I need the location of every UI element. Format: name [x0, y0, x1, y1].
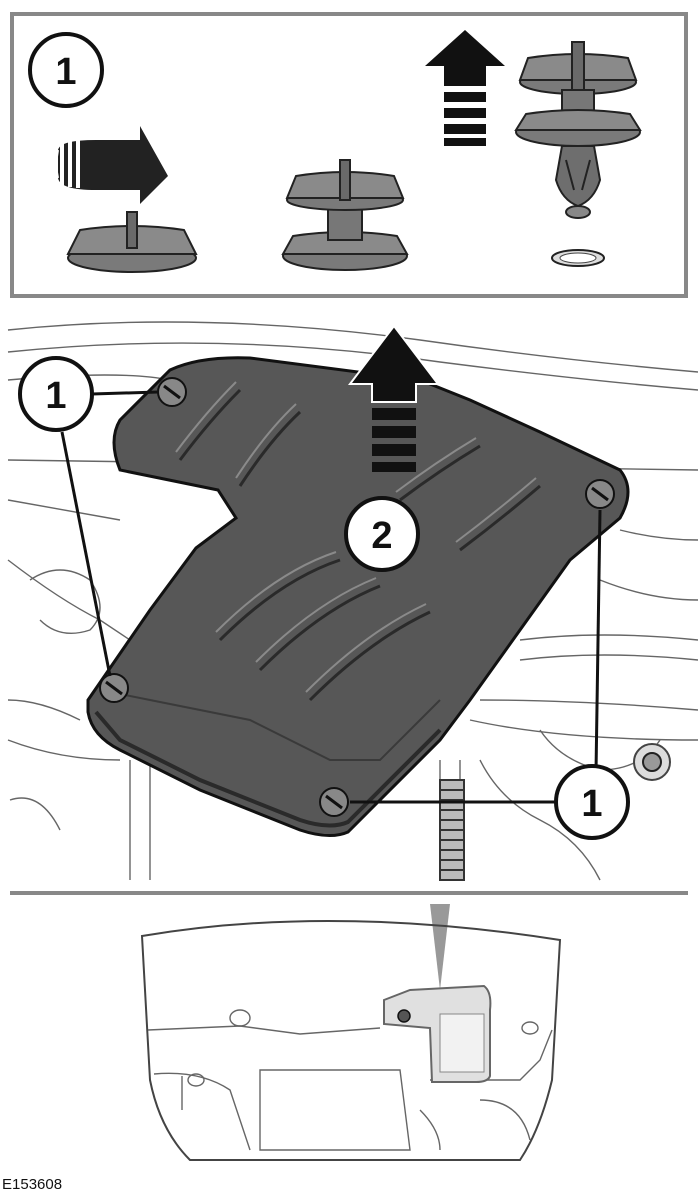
cover-fastener [99, 673, 129, 703]
cover-fastener [585, 479, 615, 509]
inset-step-callout: 1 [28, 32, 104, 108]
cover-location-highlight [383, 984, 492, 1083]
remove-step-callout: 2 [344, 496, 420, 572]
cover-fastener [319, 787, 349, 817]
lift-arrow-icon [425, 30, 505, 146]
fastener-head-flat [66, 211, 198, 273]
cover-fastener [157, 377, 187, 407]
leader-lines [60, 390, 602, 804]
figure-id: E153608 [2, 1176, 63, 1193]
engine-cover-illustration: 1 2 1 [7, 321, 698, 881]
fastener-callout: 1 [18, 356, 94, 432]
vehicle-locator-view [140, 904, 562, 1161]
mount-bolt [633, 743, 671, 781]
engine-cover [86, 356, 630, 837]
fastener-removed [514, 41, 642, 267]
fastener-callout-number: 1 [581, 783, 602, 825]
inset-step-number: 1 [55, 51, 76, 93]
fastener-removal-inset: 1 [10, 12, 688, 298]
fastener-callout: 1 [554, 764, 630, 840]
fastener-unlocked [281, 159, 409, 271]
remove-step-number: 2 [371, 515, 392, 557]
locator-pointer [430, 904, 450, 990]
fastener-callout-number: 1 [45, 375, 66, 417]
hose [439, 779, 465, 881]
rotate-arrow-icon [55, 126, 168, 204]
lift-arrow-icon [347, 324, 441, 472]
